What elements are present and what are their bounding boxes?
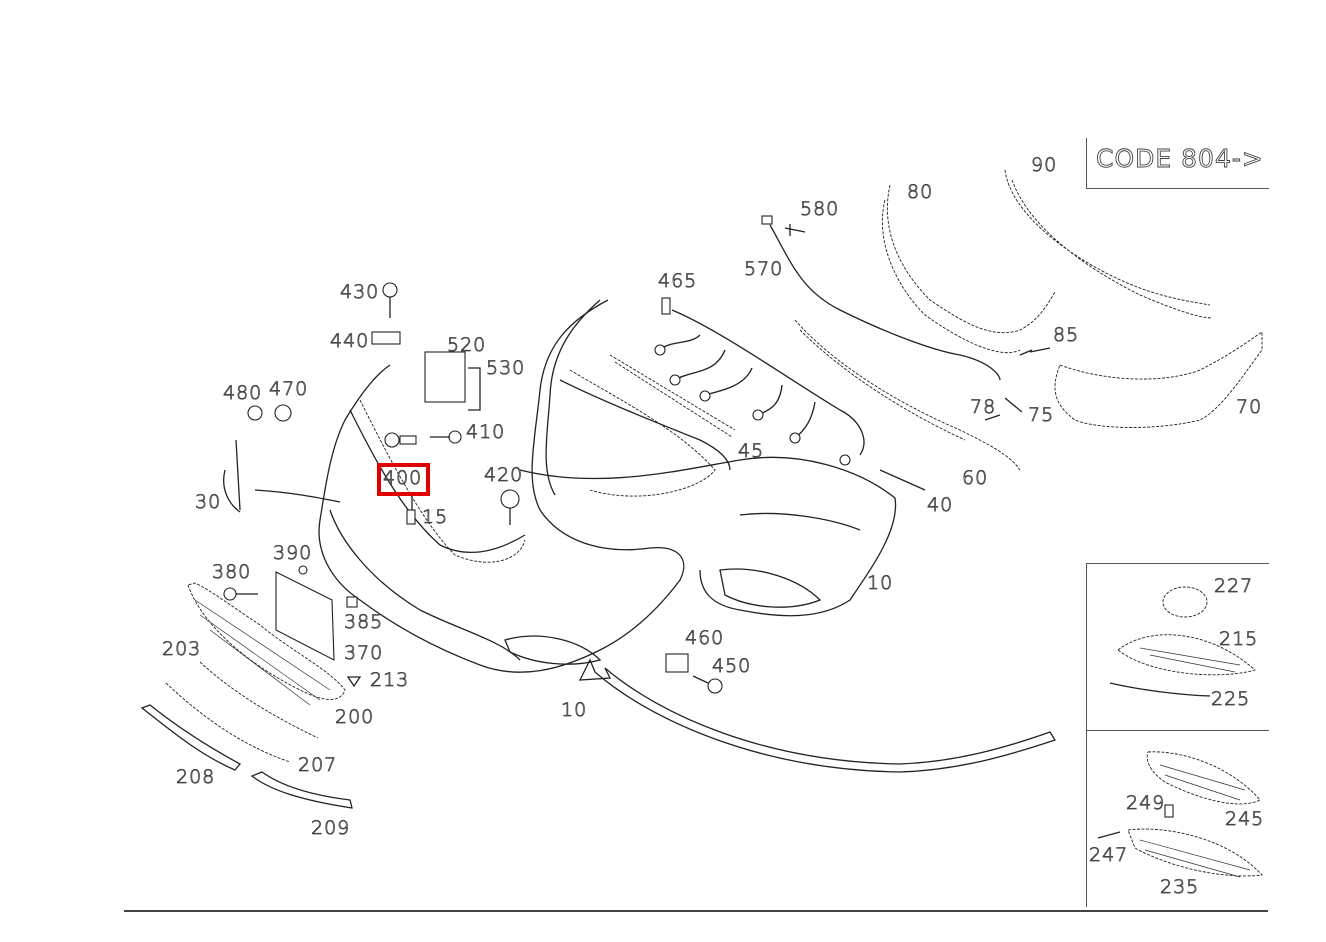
part-label-208[interactable]: 208 <box>176 766 216 788</box>
part-label-245[interactable]: 245 <box>1225 808 1265 830</box>
carrier-icon <box>881 184 1056 354</box>
part-label-470[interactable]: 470 <box>269 378 309 400</box>
inset-second-parts <box>1097 751 1263 878</box>
strip-209-icon <box>250 771 353 809</box>
part-label-30[interactable]: 30 <box>195 491 222 513</box>
license-plate-bracket-icon <box>275 571 335 661</box>
carrier-70-icon <box>1054 331 1263 428</box>
part-label-78[interactable]: 78 <box>970 396 997 418</box>
part-label-15[interactable]: 15 <box>422 506 449 528</box>
inset-code-804-parts <box>1109 586 1256 697</box>
part-label-75[interactable]: 75 <box>1028 404 1055 426</box>
part-label-10[interactable]: 10 <box>561 699 588 721</box>
inset-panel-code-804 <box>1086 563 1269 731</box>
part-label-370[interactable]: 370 <box>344 642 384 664</box>
part-label-207[interactable]: 207 <box>298 754 338 776</box>
part-label-200[interactable]: 200 <box>335 706 375 728</box>
part-label-380[interactable]: 380 <box>212 561 252 583</box>
part-label-45[interactable]: 45 <box>738 440 765 462</box>
inset-panel-second <box>1086 729 1269 907</box>
bumper-cover-icon <box>318 299 926 673</box>
part-label-70[interactable]: 70 <box>1236 396 1263 418</box>
part-label-430[interactable]: 430 <box>340 281 380 303</box>
part-label-213[interactable]: 213 <box>370 669 410 691</box>
part-label-440[interactable]: 440 <box>330 330 370 352</box>
fasteners-icon <box>223 282 1051 694</box>
part-label-385[interactable]: 385 <box>344 611 384 633</box>
part-label-215[interactable]: 215 <box>1219 628 1259 650</box>
part-label-209[interactable]: 209 <box>311 817 351 839</box>
absorber-icon <box>1004 169 1213 319</box>
strip-203-icon <box>199 661 319 739</box>
part-label-480[interactable]: 480 <box>223 382 263 404</box>
part-label-420[interactable]: 420 <box>484 464 524 486</box>
code-804-box <box>1086 138 1269 189</box>
part-label-390[interactable]: 390 <box>273 542 313 564</box>
part-label-249[interactable]: 249 <box>1126 792 1166 814</box>
code-804-label: CODE 804-> <box>1096 144 1264 173</box>
part-label-530[interactable]: 530 <box>486 357 526 379</box>
part-label-580[interactable]: 580 <box>800 198 840 220</box>
wiring-harness-icon <box>654 297 865 466</box>
part-label-570[interactable]: 570 <box>744 258 784 280</box>
part-label-203[interactable]: 203 <box>162 638 202 660</box>
part-label-60[interactable]: 60 <box>962 467 989 489</box>
part-label-90[interactable]: 90 <box>1031 154 1058 176</box>
part-label-410[interactable]: 410 <box>466 421 506 443</box>
highlight-box-part-400 <box>377 463 430 496</box>
part-label-450[interactable]: 450 <box>712 655 752 677</box>
bottom-rule <box>124 910 1268 912</box>
part-label-227[interactable]: 227 <box>1214 575 1254 597</box>
part-label-465[interactable]: 465 <box>658 270 698 292</box>
part-label-85[interactable]: 85 <box>1053 324 1080 346</box>
part-label-40[interactable]: 40 <box>927 494 954 516</box>
trim-strip-icon <box>609 354 736 438</box>
part-label-460[interactable]: 460 <box>685 627 725 649</box>
strip-207-icon <box>165 682 291 763</box>
strip-208-icon <box>140 704 242 771</box>
part-label-520[interactable]: 520 <box>447 334 487 356</box>
cable-icon <box>769 224 1001 381</box>
grille-icon <box>187 582 346 700</box>
part-label-80[interactable]: 80 <box>907 181 934 203</box>
part-label-225[interactable]: 225 <box>1211 688 1251 710</box>
part-label-10[interactable]: 10 <box>867 572 894 594</box>
part-label-400[interactable]: 400 <box>383 467 423 489</box>
part-label-235[interactable]: 235 <box>1160 876 1200 898</box>
part-label-247[interactable]: 247 <box>1089 844 1129 866</box>
pointer-arrow-icon <box>578 658 1056 773</box>
bracket-icon <box>794 319 1021 471</box>
